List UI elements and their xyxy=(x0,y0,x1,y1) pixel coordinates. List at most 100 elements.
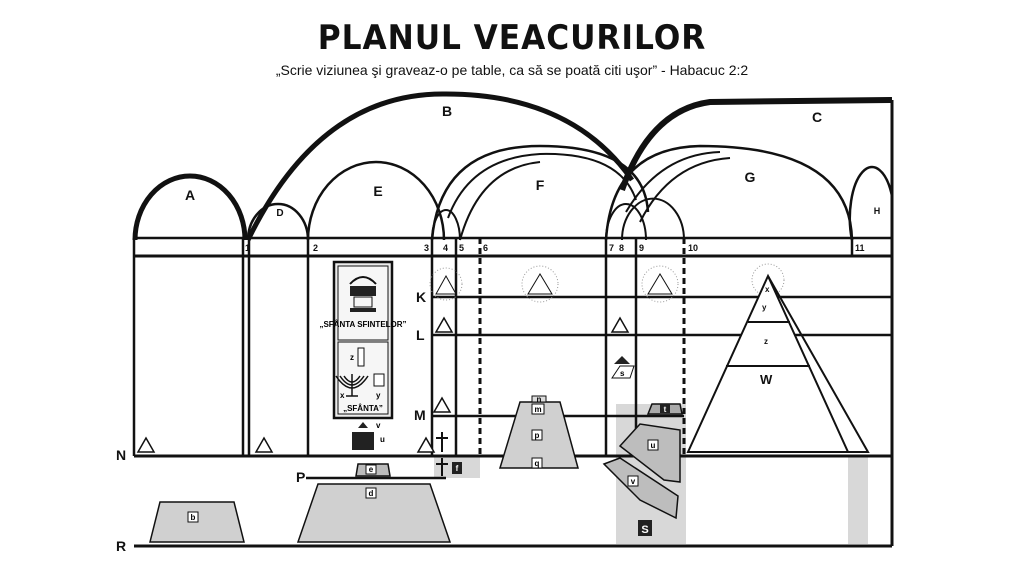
svg-text:v: v xyxy=(631,477,636,486)
svg-text:b: b xyxy=(191,513,196,522)
svg-text:p: p xyxy=(535,431,540,440)
arc-label-e: E xyxy=(373,183,382,199)
level-k: K xyxy=(416,289,426,305)
arc-f-inner1 xyxy=(447,152,637,219)
tag-q: q xyxy=(531,457,543,469)
mark-z: z xyxy=(350,353,354,362)
tag-f: f xyxy=(452,462,462,474)
arc-g-inner2 xyxy=(639,157,731,223)
svg-text:t: t xyxy=(664,405,667,414)
arc-label-f: F xyxy=(536,177,545,193)
pyramid-w-labels: x y z W xyxy=(760,285,773,387)
divider-7: 7 xyxy=(609,243,614,253)
arc-h xyxy=(848,165,894,241)
holy-label: „SFÂNTA” xyxy=(343,404,383,413)
arc-f-outer xyxy=(430,144,650,241)
vertical-lines xyxy=(132,238,854,456)
label-y: y xyxy=(762,303,767,312)
arc-labels: A B C D E F G H xyxy=(185,103,880,219)
tag-S: S xyxy=(638,520,652,536)
level-r: R xyxy=(116,538,126,554)
arc-b xyxy=(245,91,635,242)
glory-pyramids xyxy=(429,263,785,303)
level-l: L xyxy=(416,327,425,343)
svg-text:q: q xyxy=(535,459,540,468)
stairs xyxy=(602,423,681,520)
tag-b: b xyxy=(187,511,199,523)
mark-y: y xyxy=(376,391,381,400)
label-x: x xyxy=(765,285,770,294)
arc-small-9 xyxy=(621,197,685,241)
item-g-pyramid xyxy=(416,436,436,453)
glory-pyramid-j xyxy=(521,265,559,303)
tag-d: d xyxy=(365,487,377,499)
arc-g-inner1 xyxy=(625,151,721,213)
svg-text:d: d xyxy=(369,489,374,498)
arc-small-4 xyxy=(431,209,461,241)
horizontal-lines xyxy=(134,100,894,548)
level-labels: K L M N P R xyxy=(116,289,426,554)
label-z: z xyxy=(764,337,768,346)
glory-pyramid-k xyxy=(641,265,679,303)
menorah-icon xyxy=(335,374,369,397)
item-h-pyramid xyxy=(432,396,452,413)
item-l-pyramid xyxy=(610,316,630,333)
level-m: M xyxy=(414,407,426,423)
pyramid-icons xyxy=(136,316,630,453)
cross-icons xyxy=(436,432,448,476)
label-s: s xyxy=(620,369,625,378)
mark-u: u xyxy=(380,435,385,444)
divider-6: 6 xyxy=(483,243,488,253)
trapezoids xyxy=(149,401,683,543)
item-v-stairs xyxy=(602,457,679,520)
arc-label-g: G xyxy=(745,169,756,185)
item-a-pyramid xyxy=(136,436,156,453)
arc-label-h: H xyxy=(874,206,881,216)
arc-label-c: C xyxy=(812,109,822,125)
arc-small-8 xyxy=(605,203,647,241)
divider-10: 10 xyxy=(688,243,698,253)
divider-5: 5 xyxy=(459,243,464,253)
ages-arcs xyxy=(132,91,894,242)
tag-e: e xyxy=(365,464,377,475)
altar-icon xyxy=(373,373,385,387)
item-u-stairs xyxy=(618,423,681,483)
item-k-pyramid xyxy=(434,316,454,333)
tag-p: p xyxy=(531,429,543,441)
tabernacle: „SFÂNTA SFINTELOR” z x y „SFÂNTA” xyxy=(319,260,407,420)
tag-m: m xyxy=(531,403,545,415)
mark-v: v xyxy=(376,421,381,430)
arc-f-inner2 xyxy=(459,161,541,241)
arc-c xyxy=(619,97,893,191)
brazen-altar: v u xyxy=(352,421,385,450)
tag-t: t xyxy=(660,404,670,414)
tag-n: n xyxy=(531,395,547,404)
glory-pyramid-i xyxy=(429,267,463,301)
mark-x: x xyxy=(340,391,345,400)
page-subtitle: „Scrie viziunea şi graveaz-o pe table, c… xyxy=(275,62,749,78)
svg-text:m: m xyxy=(534,405,541,414)
divider-1: 1 xyxy=(245,243,250,253)
arc-a xyxy=(132,173,248,241)
divider-8: 8 xyxy=(619,243,624,253)
svg-text:e: e xyxy=(369,465,374,474)
tag-v: v xyxy=(627,475,639,487)
pyramid-w xyxy=(686,273,870,453)
item-s-house: s xyxy=(611,356,635,379)
svg-text:S: S xyxy=(641,524,648,536)
level-n: N xyxy=(116,447,126,463)
arc-e xyxy=(306,160,446,241)
divider-4: 4 xyxy=(443,243,448,253)
item-c-pyramid xyxy=(254,436,274,453)
arc-g xyxy=(604,144,854,241)
arc-label-d: D xyxy=(276,208,283,219)
divider-2: 2 xyxy=(313,243,318,253)
divider-9: 9 xyxy=(639,243,644,253)
tag-u: u xyxy=(647,439,659,451)
arc-label-b: B xyxy=(442,103,452,119)
divider-numbers: 1 2 3 4 5 6 7 8 9 10 11 xyxy=(245,243,865,253)
item-tags: b d e f n m p q t u v S xyxy=(187,395,670,536)
pillar-icon xyxy=(357,347,365,367)
